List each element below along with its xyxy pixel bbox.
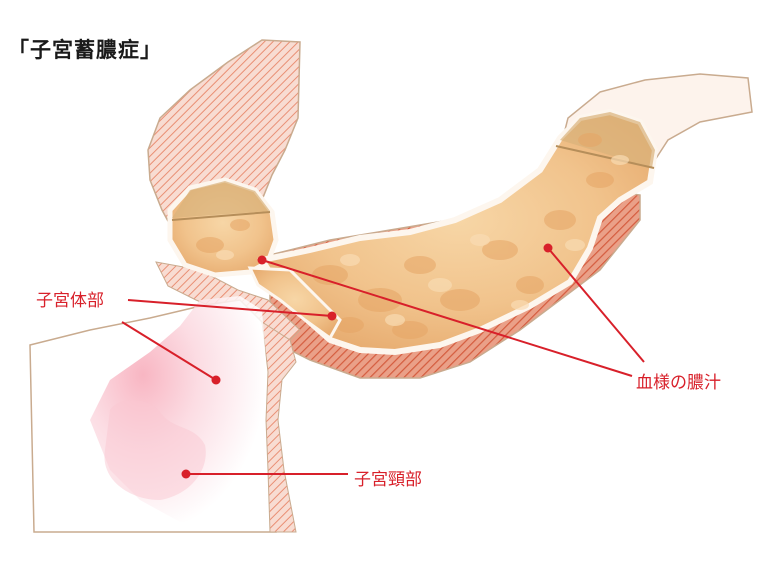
dot-uterine-body xyxy=(327,311,337,321)
leader-dots xyxy=(181,243,553,479)
right-horn-pus-top xyxy=(560,112,655,168)
canal-glow xyxy=(104,400,206,500)
right-horn-fluid-line xyxy=(555,145,655,169)
left-horn-pus-fluid-line xyxy=(171,211,271,221)
dot-cervix xyxy=(181,469,191,479)
dot-uterine-body-2 xyxy=(211,375,221,385)
label-bloody-pus: 血様の膿汁 xyxy=(636,373,721,393)
cervix-wall xyxy=(261,321,297,533)
dot-bloody-pus-1 xyxy=(257,255,267,265)
main-pus-body xyxy=(257,108,659,356)
leader-line-bloody-pus-1 xyxy=(261,259,633,377)
diagram-title: 「子宮蓄膿症」 xyxy=(8,38,162,62)
left-horn-bridge xyxy=(247,266,342,341)
leader-line-bloody-pus-2 xyxy=(547,247,645,363)
leader-line-uterine-body-2 xyxy=(121,321,217,381)
dot-bloody-pus-2 xyxy=(543,243,553,253)
pus-texture-light xyxy=(216,155,629,326)
left-horn-pus-top xyxy=(172,181,270,218)
leader-line-uterine-body xyxy=(127,299,333,317)
pus-texture xyxy=(196,133,614,339)
leader-lines xyxy=(121,247,645,475)
label-uterine-body: 子宮体部 xyxy=(36,291,104,311)
label-cervix: 子宮頸部 xyxy=(354,470,422,490)
